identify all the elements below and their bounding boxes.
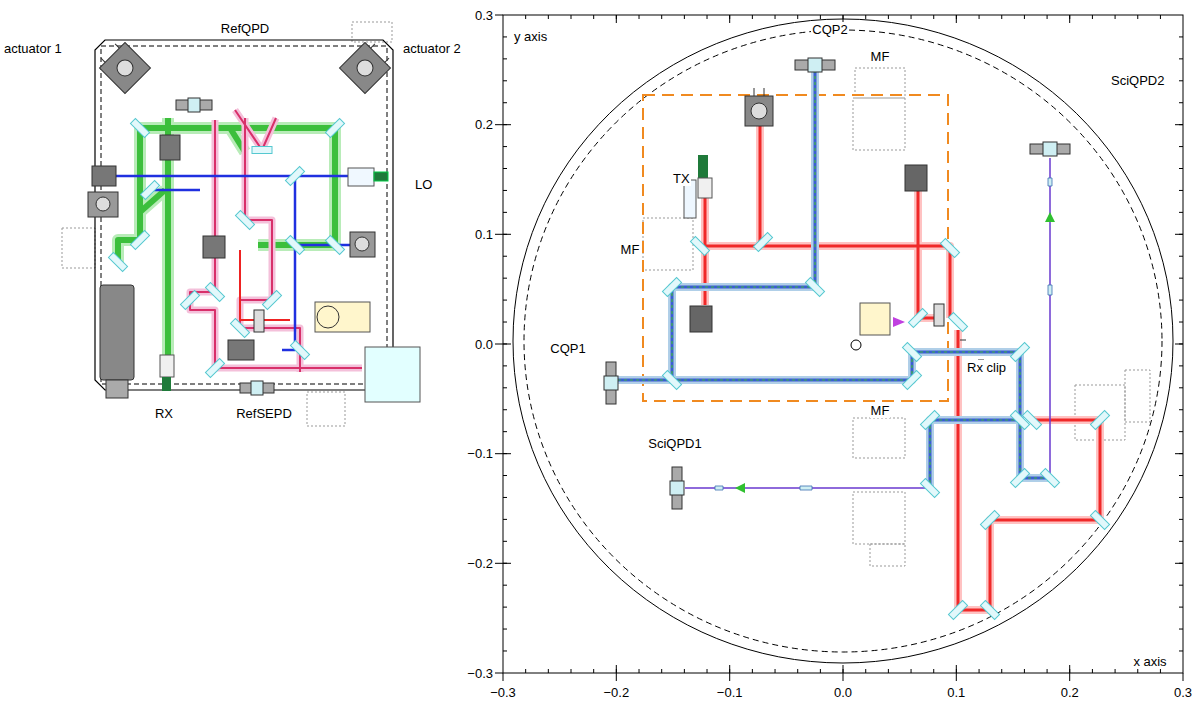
tick-label: 0.1 [946, 685, 966, 700]
part-label: CQP2 [811, 22, 848, 37]
part-label: MF [870, 49, 891, 64]
science-bench-plot [495, 15, 1183, 681]
part-label: Rx clip [966, 360, 1007, 375]
part-label: actuator 1 [3, 41, 63, 56]
tick-label: 0.2 [1060, 685, 1080, 700]
tick-label: 0.3 [1173, 685, 1193, 700]
tick-label: −0.3 [489, 685, 517, 700]
axis-label: y axis [513, 29, 548, 44]
tick-label: 0.0 [833, 685, 853, 700]
part-label: MF [870, 403, 891, 418]
tick-label: −0.2 [602, 685, 630, 700]
tick-label: 0.1 [474, 227, 494, 242]
tick-label: −0.1 [466, 446, 494, 461]
part-label: TX [672, 171, 691, 186]
part-label: CQP1 [549, 341, 586, 356]
part-label: RX [154, 406, 174, 421]
part-label: RefSEPD [235, 406, 293, 421]
part-label: actuator 2 [402, 41, 462, 56]
tick-label: −0.2 [466, 556, 494, 571]
part-label: LO [414, 177, 433, 192]
tick-label: 0.2 [474, 117, 494, 132]
part-label: MF [620, 242, 641, 257]
part-label: SciQPD2 [1110, 73, 1165, 88]
part-label: SciQPD1 [647, 436, 702, 451]
axis-label: x axis [1132, 654, 1167, 669]
reference-bench [62, 22, 420, 426]
tick-label: −0.3 [466, 666, 494, 681]
tick-label: 0.0 [474, 337, 494, 352]
tick-label: 0.3 [474, 8, 494, 23]
part-label: RefQPD [220, 21, 270, 36]
tick-label: −0.1 [716, 685, 744, 700]
